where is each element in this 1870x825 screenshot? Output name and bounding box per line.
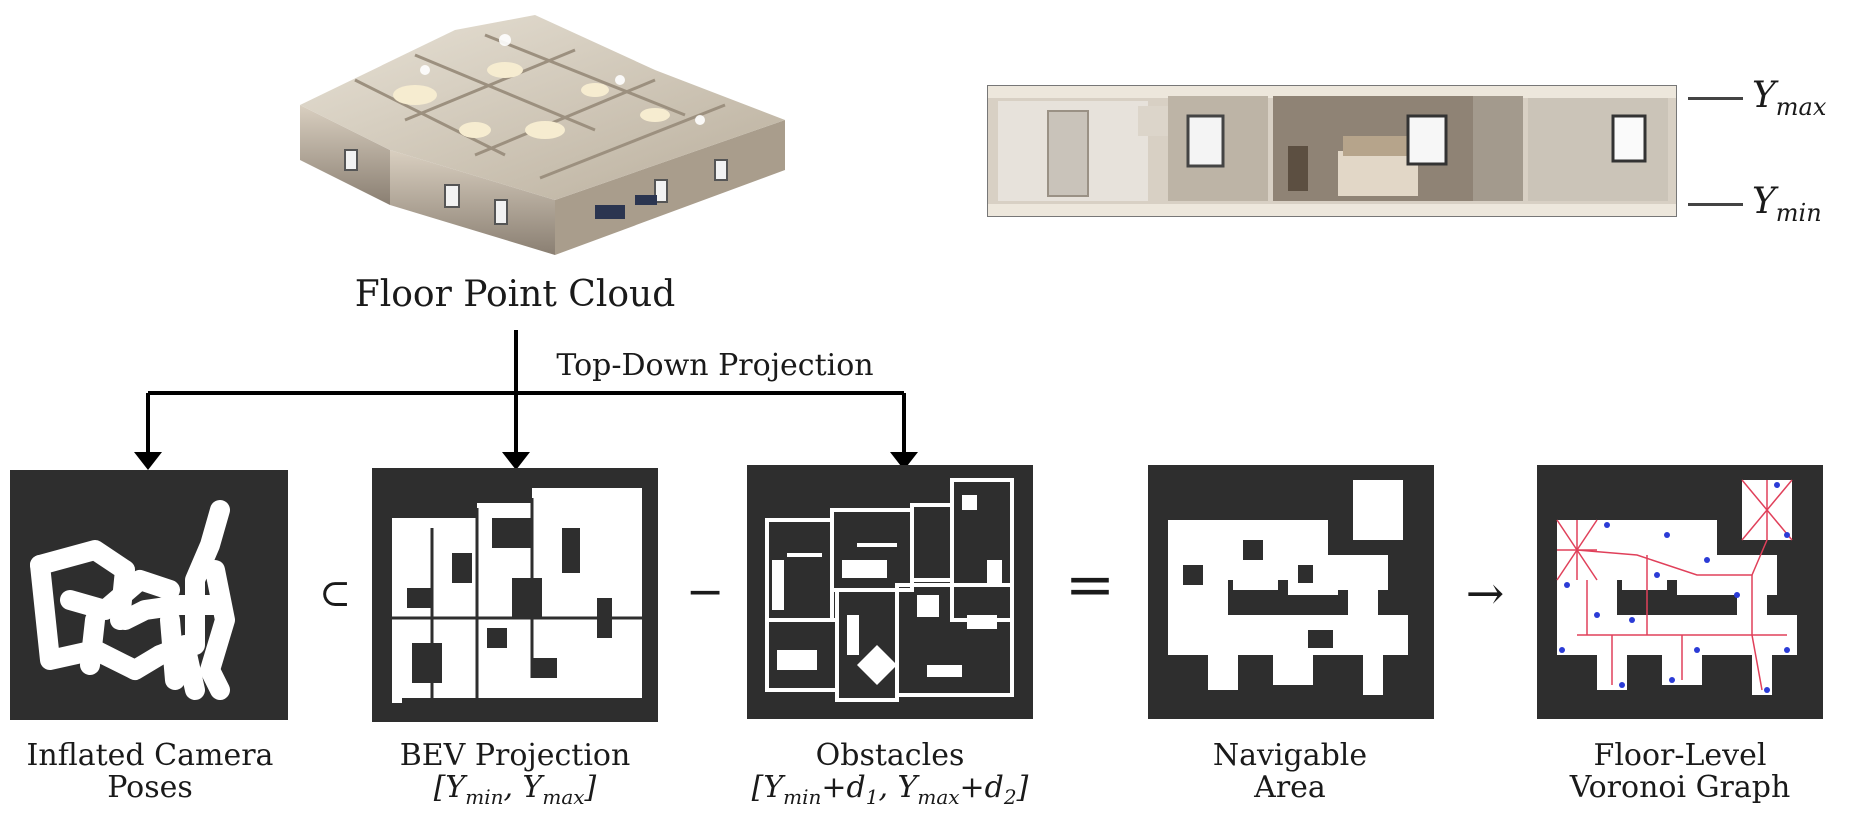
bev-projection-map: [372, 468, 658, 722]
caption-line1: BEV Projection: [399, 738, 631, 773]
inflated-camera-poses-map: [10, 470, 288, 720]
navigable-area-map: [1148, 465, 1434, 719]
caption-obstacles: Obstacles [Ymin+d1, Ymax+d2]: [700, 740, 1080, 813]
voronoi-graph-map: [1537, 465, 1823, 719]
floor-point-cloud-image: [295, 10, 795, 265]
caption-line2: Poses: [107, 770, 193, 805]
floor-point-cloud-label: Floor Point Cloud: [354, 274, 676, 315]
caption-line2: Area: [1254, 770, 1326, 805]
arrow-operator: →: [1465, 566, 1505, 620]
top-down-projection-label: Top-Down Projection: [556, 348, 874, 383]
caption-line1: Navigable: [1212, 738, 1368, 773]
caption-line2: [Ymin, Ymax]: [433, 770, 597, 810]
caption-voronoi-graph: Floor-Level Voronoi Graph: [1530, 740, 1830, 804]
subset-operator: ⊂: [319, 571, 351, 615]
caption-line2: [Ymin+d1, Ymax+d2]: [751, 770, 1029, 810]
caption-line1: Obstacles: [815, 738, 965, 773]
caption-bev-projection: BEV Projection [Ymin, Ymax]: [360, 740, 670, 813]
obstacles-map: [747, 465, 1033, 719]
projection-arrows: [134, 330, 918, 470]
side-view-strip: [987, 85, 1677, 217]
caption-line1: Inflated Camera: [26, 738, 274, 773]
ymax-tick: [1688, 97, 1743, 100]
equals-operator: =: [1064, 550, 1116, 620]
ymax-label: Ymax: [1752, 75, 1827, 122]
ymin-label: Ymin: [1752, 181, 1822, 228]
caption-line2: Voronoi Graph: [1569, 770, 1791, 805]
ymin-tick: [1688, 203, 1743, 206]
minus-operator: −: [685, 564, 725, 618]
caption-inflated-camera-poses: Inflated Camera Poses: [0, 740, 300, 804]
caption-line1: Floor-Level: [1593, 738, 1767, 773]
caption-navigable-area: Navigable Area: [1140, 740, 1440, 804]
